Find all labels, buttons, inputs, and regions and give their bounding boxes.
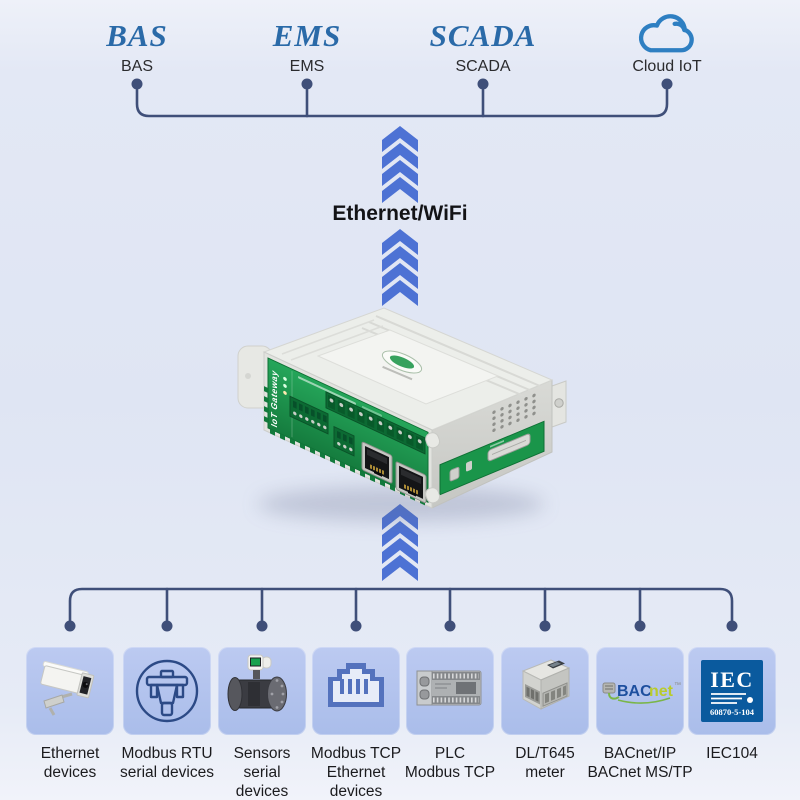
bacnet-text-blue: BAC xyxy=(617,683,652,700)
scada-wordmark: SCADA xyxy=(429,18,537,53)
top-bracket xyxy=(135,88,669,118)
bas-label: BAS xyxy=(120,58,153,75)
terminal-block-small xyxy=(333,425,355,457)
tile-label-bacnet: BACnet/IP BACnet MS/TP xyxy=(587,745,693,781)
uplink-arrow-lower-icon xyxy=(382,229,418,306)
device-tile-modbus-tcp xyxy=(312,647,400,735)
system-cloud-iot: Cloud IoT xyxy=(592,14,742,76)
flow-meter-photo xyxy=(227,654,287,712)
cctv-camera-photo xyxy=(40,661,95,716)
iec-logo: IEC 60870-5-104 xyxy=(701,660,763,722)
system-scada: SCADA SCADA xyxy=(408,16,558,76)
ethernet-port-1 xyxy=(361,441,393,484)
device-tile-sensors xyxy=(218,647,306,735)
top-bracket-dots xyxy=(131,78,673,90)
device-tile-iec104: IEC 60870-5-104 xyxy=(688,647,776,735)
tile-label-ethernet-devices: Ethernet devices xyxy=(40,745,100,781)
bottom-bracket-dots xyxy=(64,620,738,632)
cloud-iot-label: Cloud IoT xyxy=(632,58,702,75)
system-ems: EMS EMS xyxy=(232,16,382,76)
uplink-arrow-upper-icon xyxy=(382,126,418,203)
iec-title: IEC xyxy=(710,667,754,692)
tile-label-modbus-rtu: Modbus RTU serial devices xyxy=(120,745,214,781)
bottom-bracket xyxy=(68,587,734,623)
rj45-port-icon xyxy=(328,663,384,707)
device-top-logo xyxy=(381,350,423,381)
serial-connector-icon xyxy=(135,659,199,723)
bacnet-logo: BAC net ™ xyxy=(602,682,681,704)
vent-holes xyxy=(492,393,536,433)
terminal-row xyxy=(325,391,426,455)
uplink-protocol-label: Ethernet/WiFi xyxy=(332,202,468,225)
bacnet-trademark: ™ xyxy=(674,682,681,689)
plc-photo xyxy=(416,670,482,706)
energy-meter-photo xyxy=(521,659,571,710)
ems-wordmark: EMS xyxy=(272,18,342,53)
ethernet-port-2 xyxy=(395,461,427,504)
device-tile-modbus-rtu xyxy=(123,647,211,735)
bacnet-text-green: net xyxy=(649,683,674,700)
device-tile-plc xyxy=(406,647,494,735)
iot-gateway-device-photo: IoT Gateway xyxy=(237,307,567,509)
ems-label: EMS xyxy=(289,58,325,75)
tile-label-plc: PLC Modbus TCP xyxy=(404,745,496,781)
sim-panel xyxy=(439,420,545,496)
device-tile-bacnet: BAC net ™ xyxy=(596,647,684,735)
cloud-icon xyxy=(638,14,694,53)
terminal-block-mid xyxy=(289,395,329,435)
iec-subtitle: 60870-5-104 xyxy=(710,707,755,717)
gateway-side-label: IoT Gateway xyxy=(269,368,279,429)
bas-wordmark: BAS xyxy=(106,18,168,53)
tile-label-dlt645: DL/T645 meter xyxy=(515,745,575,781)
tile-label-iec104: IEC104 xyxy=(706,745,758,762)
device-tile-ethernet-devices xyxy=(26,647,114,735)
scada-label: SCADA xyxy=(455,58,511,75)
device-tile-dlt645 xyxy=(501,647,589,735)
system-bas: BAS BAS xyxy=(62,16,212,76)
front-panel: IoT Gateway xyxy=(264,357,429,506)
tile-label-modbus-tcp: Modbus TCP Ethernet devices xyxy=(310,745,402,800)
tile-label-sensors: Sensors serial devices xyxy=(233,745,291,800)
